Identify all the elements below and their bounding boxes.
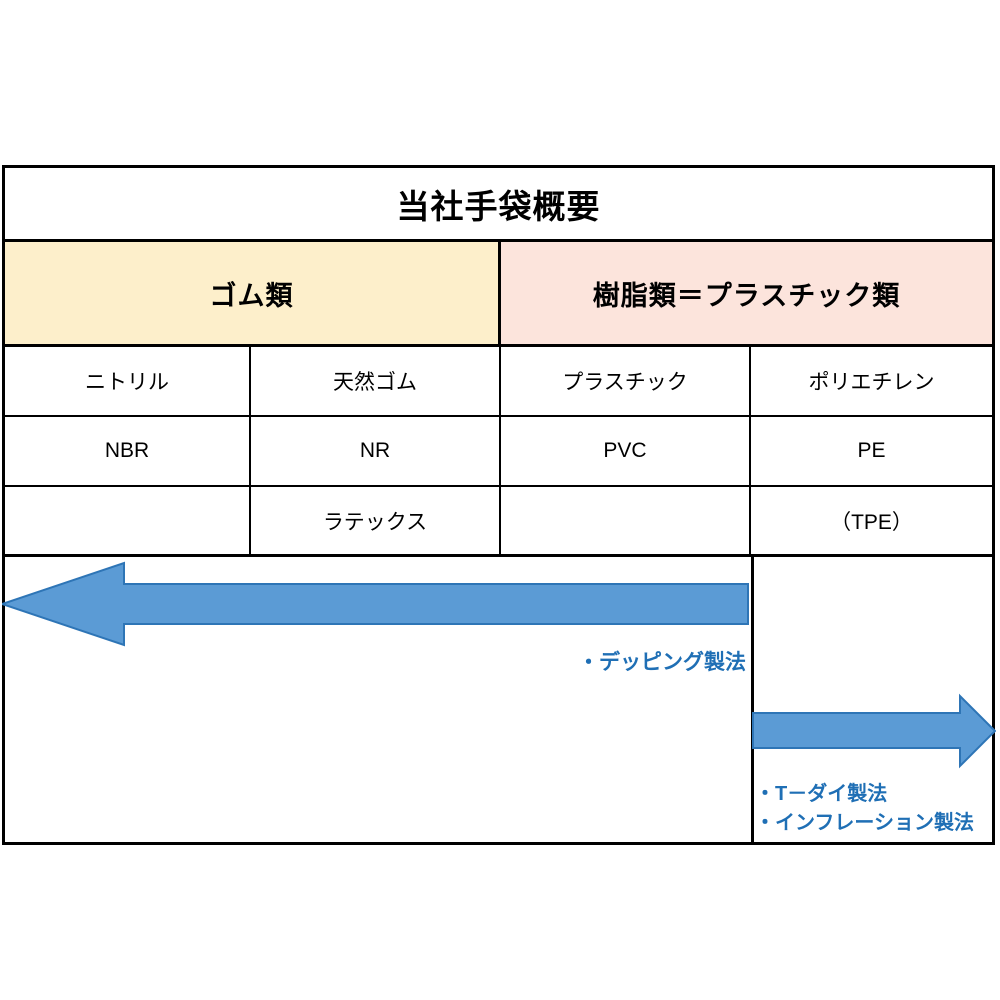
category-header-resin: 樹脂類＝プラスチック類	[501, 242, 992, 347]
material-abbr-pvc: PVC	[501, 417, 751, 487]
material-name-plastic: プラスチック	[501, 347, 751, 417]
material-abbr-pe: PE	[751, 417, 992, 487]
material-extra-latex: ラテックス	[251, 487, 501, 557]
material-abbr-nbr: NBR	[5, 417, 251, 487]
category-header-rubber: ゴム類	[5, 242, 501, 347]
page-title: 当社手袋概要	[5, 168, 992, 242]
annotation-t-die-process: ・T－ダイ製法	[755, 783, 888, 805]
glove-overview-table: 当社手袋概要 ゴム類 樹脂類＝プラスチック類 ニトリル 天然ゴム プラスチック …	[2, 165, 995, 845]
material-name-nitrile: ニトリル	[5, 347, 251, 417]
material-extra-tpe: （TPE）	[751, 487, 992, 557]
annotation-inflation-process: ・インフレーション製法	[755, 812, 974, 834]
material-extra-plastic	[501, 487, 751, 557]
annotation-dipping-process: ・デッピング製法	[578, 651, 746, 674]
material-name-natural-rubber: 天然ゴム	[251, 347, 501, 417]
material-abbr-nr: NR	[251, 417, 501, 487]
process-region-divider	[751, 557, 754, 842]
material-name-polyethylene: ポリエチレン	[751, 347, 992, 417]
material-extra-nitrile	[5, 487, 251, 557]
